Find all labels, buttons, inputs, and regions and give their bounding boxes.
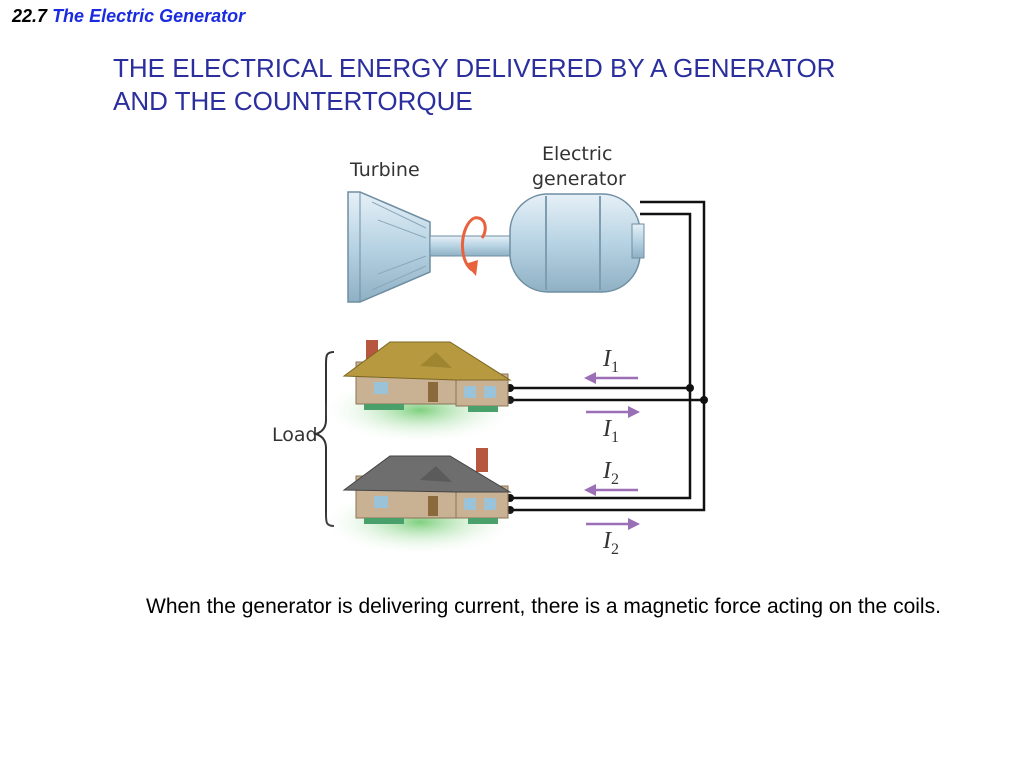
slide-title: THE ELECTRICAL ENERGY DELIVERED BY A GEN… <box>113 52 973 118</box>
slide-title-line-2: AND THE COUNTERTORQUE <box>113 86 473 116</box>
generator-load-diagram: Turbine Electric generator Load <box>272 143 708 558</box>
generator-label-line-2: generator <box>532 168 626 190</box>
load-label: Load <box>272 424 318 446</box>
slide-title-line-1: THE ELECTRICAL ENERGY DELIVERED BY A GEN… <box>113 53 836 83</box>
current-label-i1-top: I1 <box>602 346 619 376</box>
caption-text: When the generator is delivering current… <box>146 595 941 618</box>
section-number: 22.7 <box>12 6 48 26</box>
circuit-wires <box>510 200 706 512</box>
house-icon-1 <box>320 340 520 444</box>
turbine-label: Turbine <box>349 159 420 181</box>
current-arrow-i2-in <box>584 484 638 496</box>
house-icon-2 <box>320 448 520 556</box>
section-header: 22.7 The Electric Generator <box>12 6 245 27</box>
section-title: The Electric Generator <box>52 6 246 26</box>
rotation-arrow-icon <box>460 216 487 276</box>
current-label-i2-bottom: I2 <box>602 528 619 558</box>
current-arrow-i1-out <box>586 406 640 418</box>
current-arrow-i2-out <box>586 518 640 530</box>
load-brace <box>312 351 335 527</box>
electric-generator-icon <box>509 193 645 293</box>
generator-label-line-1: Electric <box>542 143 612 165</box>
turbine-icon <box>347 191 511 303</box>
current-arrow-i1-in <box>584 372 638 384</box>
current-label-i2-top: I2 <box>602 458 619 488</box>
current-label-i1-bottom: I1 <box>602 416 619 446</box>
